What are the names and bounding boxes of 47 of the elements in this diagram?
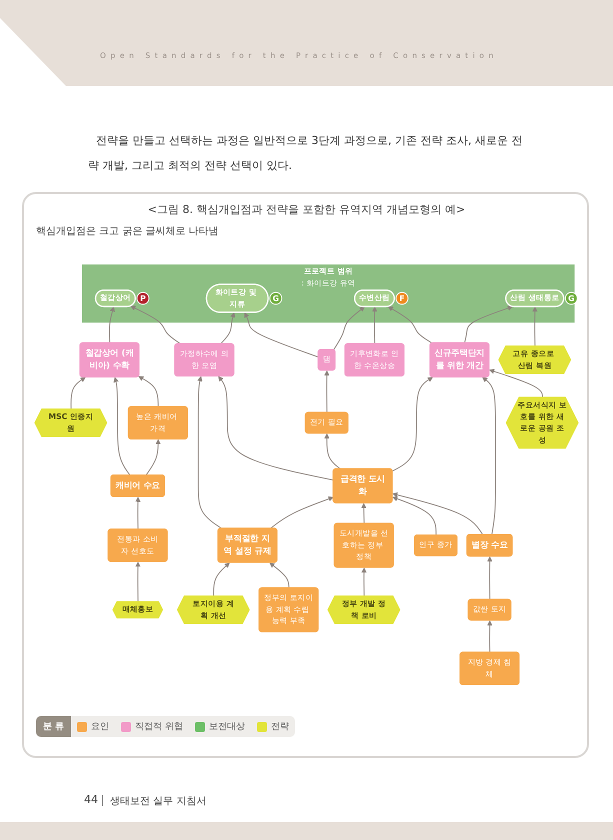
figure-caption: <그림 8. 핵심개입점과 전략을 포함한 유역지역 개념모형의 예> — [148, 202, 466, 217]
arrow — [372, 306, 378, 344]
arrow — [333, 306, 365, 350]
legend-label: 보전대상 — [209, 721, 246, 733]
factor-box: 별장 수요 — [466, 534, 513, 557]
arrow — [197, 376, 222, 530]
legend-label: 직접적 위협 — [135, 721, 184, 733]
arrow — [220, 312, 236, 344]
arrow — [361, 503, 366, 524]
arrow — [361, 568, 367, 597]
threat-box: 신규주택단지를 위한 개간 — [429, 342, 490, 378]
arrow — [213, 562, 230, 597]
arrow — [138, 376, 159, 408]
footer-title: 생태보전 실무 지침서 — [110, 795, 206, 808]
arrow — [114, 377, 130, 476]
arrow — [324, 434, 341, 470]
arrow — [130, 306, 181, 344]
factor-box: 급격한 도시화 — [332, 468, 393, 504]
arrow — [392, 377, 433, 472]
arrow — [487, 620, 492, 654]
arrow — [392, 496, 436, 536]
page-number: 44 — [84, 793, 98, 806]
arrow — [146, 439, 161, 476]
arrow — [487, 556, 492, 600]
legend-heading: 분 류 — [36, 716, 72, 737]
arrow — [135, 562, 141, 603]
arrow — [218, 376, 334, 481]
legend-label: 전략 — [271, 721, 290, 733]
threat-box: 철갑상어 (캐비아) 수확 — [79, 342, 140, 378]
body-paragraph: 전략을 만들고 선택하는 과정은 일반적으로 3단계 과정으로, 기존 전략 조사, 새로운 전략 개발, 그리고 최적의 전략 선택이 있다. — [88, 133, 524, 174]
legend-label: 요인 — [91, 721, 110, 733]
factor-box: 부적절한 지역 설정 규제 — [217, 528, 278, 564]
arrow — [244, 312, 319, 358]
arrow — [388, 306, 432, 344]
arrow — [324, 370, 330, 414]
arrow — [135, 497, 141, 530]
figure-note: 핵심개입점은 크고 굵은 글씨체로 나타냄 — [36, 225, 219, 238]
arrow — [482, 377, 496, 536]
arrow — [489, 369, 543, 398]
arrow — [70, 377, 86, 410]
arrow — [270, 562, 290, 589]
arrow — [392, 492, 484, 536]
arrow — [532, 306, 538, 347]
arrow — [109, 306, 115, 344]
arrow — [464, 306, 513, 344]
factor-box: 캐비어 수요 — [110, 474, 166, 498]
arrow — [270, 496, 334, 530]
